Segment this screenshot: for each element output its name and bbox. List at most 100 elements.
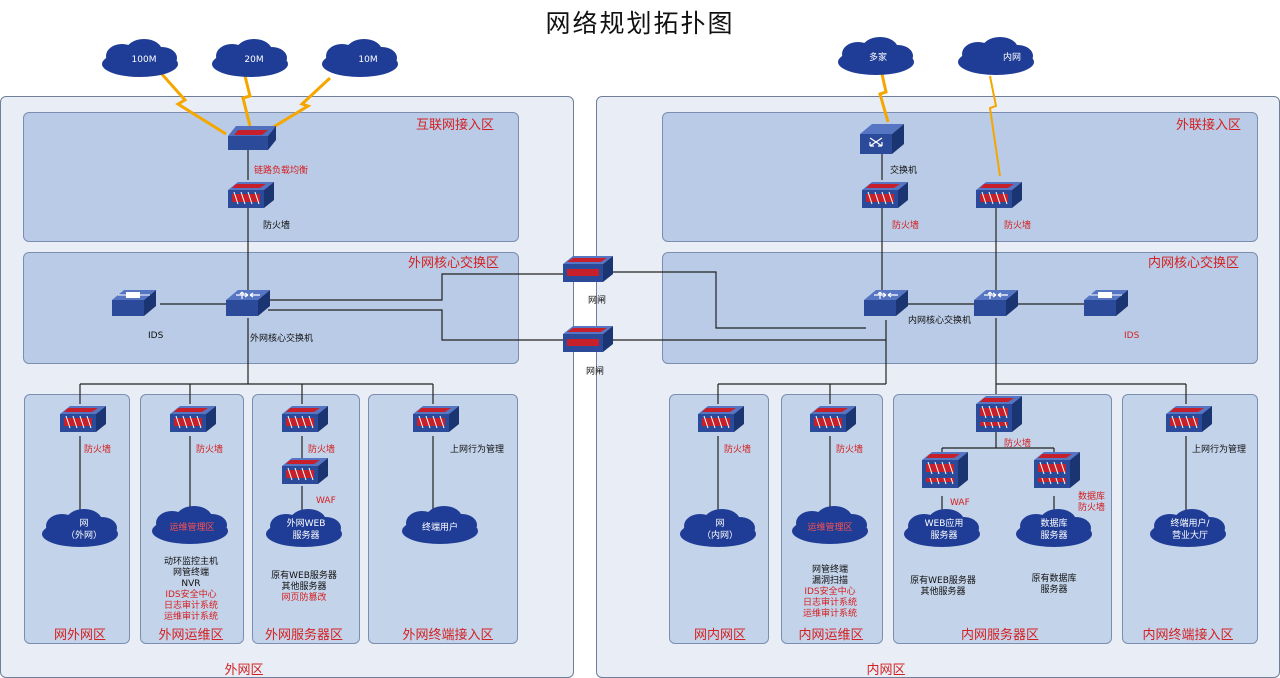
outer-ops-zone-title: 外网运维区 <box>158 628 224 643</box>
gateway-bottom-icon[interactable] <box>563 326 613 352</box>
cloud-inner-user-label: 终端用户/ 营业大厅 <box>1170 519 1210 541</box>
external-access-title: 外联接入区 <box>1176 118 1242 133</box>
gateway-top-icon[interactable] <box>563 256 613 282</box>
external-switch-icon[interactable] <box>860 124 904 154</box>
inner-server-firewall-label: 防火墙 <box>1004 439 1032 449</box>
external-access-panel <box>662 112 1258 242</box>
db-firewall-icon-top[interactable] <box>1034 452 1080 478</box>
cloud-inner-ops-label: 运维管理区 <box>807 523 853 533</box>
inner-server-zone-title: 内网服务器区 <box>960 628 1040 643</box>
outer-ops-firewall-icon[interactable] <box>170 406 216 432</box>
inner-ids-icon[interactable] <box>1084 290 1128 316</box>
inner-net-firewall-label: 防火墙 <box>724 445 752 455</box>
inner-ops-firewall-label: 防火墙 <box>836 445 864 455</box>
outer-server-zone-title: 外网服务器区 <box>264 628 344 643</box>
inner-ops-red-line-2: 日志审计系统 <box>802 598 858 608</box>
inner-db-devices: 原有数据库 服务器 <box>1031 574 1076 596</box>
inner-waf-icon-top[interactable] <box>922 452 968 478</box>
cloud-20m-label: 20M <box>244 55 264 65</box>
outer-net-firewall-label: 防火墙 <box>84 445 112 455</box>
inner-ops-line-2: 漏洞扫描 <box>811 576 849 586</box>
inner-terminal-zone-title: 内网终端接入区 <box>1142 628 1234 643</box>
server-line-1: 原有WEB服务器 <box>271 571 337 581</box>
load-balancer-label: 链路负载均衡 <box>254 166 309 176</box>
cloud-inner-web-label: WEB应用 服务器 <box>924 519 964 541</box>
outer-ids-icon[interactable] <box>112 290 156 316</box>
inner-core-panel <box>662 252 1258 364</box>
inner-ops-red-line-3: 运维审计系统 <box>802 609 858 619</box>
inner-terminal-subzone <box>1122 394 1258 644</box>
ops-red-line-3: 运维审计系统 <box>163 612 219 622</box>
outer-core-switch-label: 外网核心交换机 <box>250 334 314 344</box>
cloud-inner-db-label: 数据库 服务器 <box>1040 519 1068 541</box>
inner-behavior-icon[interactable] <box>1166 406 1212 432</box>
outer-core-title: 外网核心交换区 <box>408 256 500 271</box>
inner-web-devices: 原有WEB服务器 其他服务器 <box>910 576 976 598</box>
internet-access-title: 互联网接入区 <box>416 118 495 133</box>
cloud-outer-net-label: 网 （外网） <box>65 519 103 541</box>
outer-server-firewall-label: 防火墙 <box>308 445 336 455</box>
db-firewall-label: 数据库 防火墙 <box>1078 492 1106 513</box>
outer-waf-label: WAF <box>316 496 336 506</box>
inner-server-firewall-icon[interactable] <box>976 396 1022 432</box>
inner-core-switch-right-icon[interactable] <box>974 290 1018 316</box>
inner-server-firewall-icon-top[interactable] <box>976 396 1022 422</box>
inner-web-line-1: 原有WEB服务器 <box>910 576 976 586</box>
cloud-inner-net-label: 网 （内网） <box>701 519 739 541</box>
ops-line-3: NVR <box>181 579 201 589</box>
gateway-bottom-label: 网闸 <box>586 367 605 377</box>
outer-net-firewall-icon[interactable] <box>60 406 106 432</box>
cloud-outer-web-label: 外网WEB 服务器 <box>286 519 326 541</box>
inner-ids-label: IDS <box>1124 331 1140 341</box>
inner-core-switch-left-icon[interactable] <box>864 290 908 316</box>
inner-core-title: 内网核心交换区 <box>1148 256 1240 271</box>
inner-waf-icon[interactable] <box>922 452 968 488</box>
outer-terminal-zone-title: 外网终端接入区 <box>402 628 494 643</box>
external-firewall2-label: 防火墙 <box>1004 221 1032 231</box>
external-firewall2-icon[interactable] <box>976 182 1022 208</box>
load-balancer-icon[interactable] <box>228 126 276 150</box>
outer-ids-label: IDS <box>148 331 164 341</box>
outer-server-devices: 原有WEB服务器 其他服务器 网页防篡改 <box>271 571 337 604</box>
inner-net-zone-title: 网内网区 <box>693 628 747 643</box>
outer-zone-label: 外网区 <box>224 663 264 678</box>
inner-db-line-2: 服务器 <box>1040 585 1068 595</box>
inner-ops-devices: 网管终端 漏洞扫描 IDS安全中心 日志审计系统 运维审计系统 <box>803 565 857 620</box>
inner-ops-red-line-1: IDS安全中心 <box>804 587 856 597</box>
server-red-line-1: 网页防篡改 <box>281 593 327 603</box>
inner-behavior-label: 上网行为管理 <box>1192 445 1247 455</box>
external-switch-label: 交换机 <box>890 166 918 176</box>
inner-web-line-2: 其他服务器 <box>920 587 966 597</box>
cloud-outer-user-label: 终端用户 <box>421 523 459 533</box>
outer-net-zone-title: 网外网区 <box>53 628 107 643</box>
inner-ops-firewall-icon[interactable] <box>810 406 856 432</box>
db-firewall-icon[interactable] <box>1034 452 1080 488</box>
cloud-outer-ops-label: 运维管理区 <box>169 523 215 533</box>
ops-line-2: 网管终端 <box>172 568 210 578</box>
ops-red-line-2: 日志审计系统 <box>163 601 219 611</box>
server-line-2: 其他服务器 <box>281 582 327 592</box>
outer-core-switch-icon[interactable] <box>226 290 270 316</box>
external-firewall1-icon[interactable] <box>862 182 908 208</box>
outer-ops-firewall-label: 防火墙 <box>196 445 224 455</box>
inner-zone-label: 内网区 <box>866 663 906 678</box>
inner-ops-zone-title: 内网运维区 <box>798 628 864 643</box>
inner-net-firewall-icon[interactable] <box>698 406 744 432</box>
outer-firewall-icon[interactable] <box>228 182 274 208</box>
link-100m <box>158 71 227 136</box>
cloud-multi-label: 多家 <box>868 53 888 63</box>
cloud-10m-label: 10M <box>358 55 378 65</box>
outer-server-firewall-icon[interactable] <box>282 406 328 432</box>
inner-db-line-1: 原有数据库 <box>1031 574 1077 584</box>
outer-waf-icon[interactable] <box>282 458 328 484</box>
outer-behavior-icon[interactable] <box>413 406 459 432</box>
page-title: 网络规划拓扑图 <box>545 9 735 38</box>
link-intranet <box>988 75 1001 177</box>
external-firewall1-label: 防火墙 <box>892 221 920 231</box>
link-multi <box>878 73 890 123</box>
link-20m <box>241 75 252 127</box>
cloud-intranet-label: 内网 <box>1002 53 1022 63</box>
cloud-100m-label: 100M <box>131 55 157 65</box>
